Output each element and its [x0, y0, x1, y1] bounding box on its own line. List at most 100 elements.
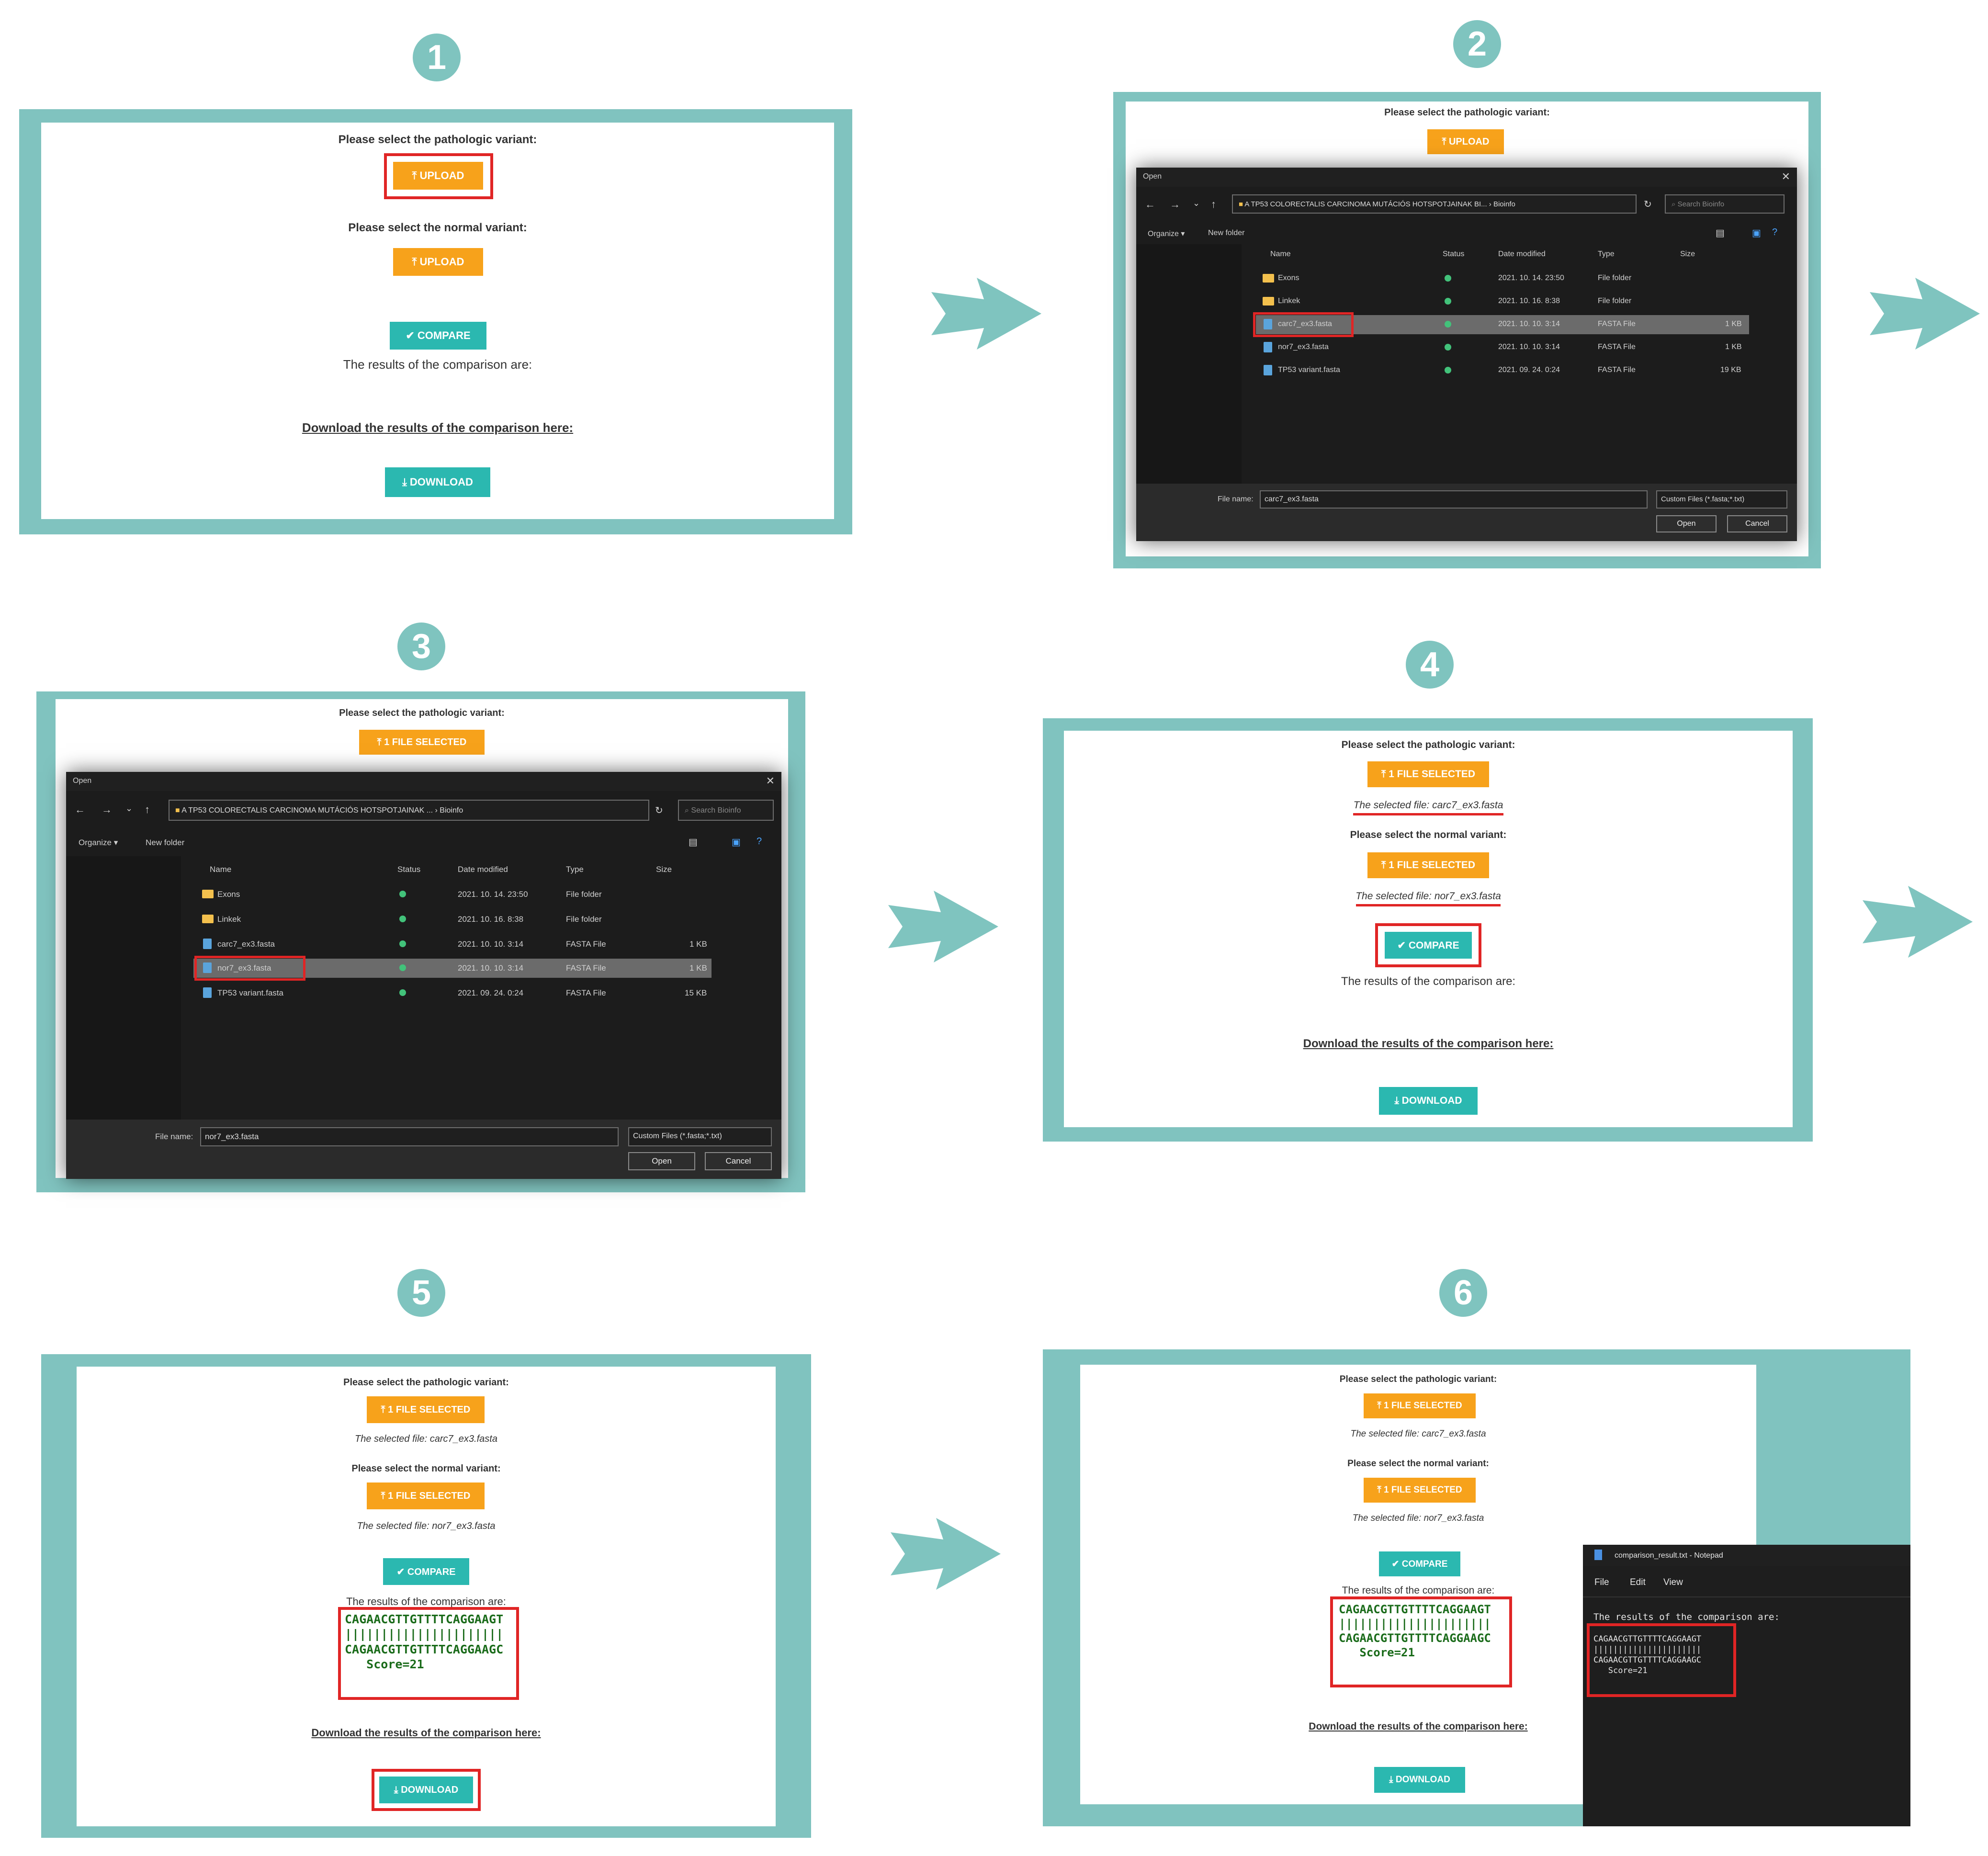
col-type[interactable]: Type: [1598, 250, 1615, 258]
col-type[interactable]: Type: [566, 865, 584, 874]
download-link[interactable]: Download the results of the comparison h…: [1303, 1037, 1554, 1050]
col-date[interactable]: Date modified: [1498, 250, 1546, 258]
file-name[interactable]: carc7_ex3.fasta: [217, 939, 275, 949]
download-icon: ⤓: [394, 1784, 401, 1795]
file-selected-button[interactable]: ⤒ 1 FILE SELECTED: [367, 1396, 485, 1423]
file-selected-button[interactable]: ⤒ 1 FILE SELECTED: [367, 1483, 485, 1509]
view-icon[interactable]: ▤: [689, 837, 698, 848]
file-selected-button[interactable]: ⤒ 1 FILE SELECTED: [1364, 1393, 1476, 1418]
download-link[interactable]: Download the results of the comparison h…: [1309, 1721, 1528, 1732]
col-size[interactable]: Size: [656, 865, 672, 874]
navigation-pane[interactable]: [1136, 244, 1242, 484]
file-name[interactable]: Linkek: [1278, 297, 1300, 305]
back-icon[interactable]: ←: [1145, 198, 1155, 210]
dialog-title: Open: [1143, 172, 1162, 181]
menu-view[interactable]: View: [1663, 1577, 1683, 1587]
menu-file[interactable]: File: [1594, 1577, 1609, 1587]
upload-icon: ⤒: [1377, 1485, 1384, 1495]
cancel-button[interactable]: Cancel: [705, 1152, 772, 1170]
file-selected-button[interactable]: ⤒ 1 FILE SELECTED: [1364, 1478, 1476, 1503]
cancel-button[interactable]: Cancel: [1727, 515, 1787, 532]
highlight-underline: [1356, 904, 1501, 906]
app-page: Please select the pathologic variant: ⤒ …: [41, 123, 834, 519]
close-icon[interactable]: ✕: [1781, 170, 1790, 182]
file-type-select[interactable]: Custom Files (*.fasta;*.txt): [628, 1127, 772, 1146]
search-input[interactable]: ⌕ Search Bioinfo: [1665, 194, 1785, 214]
preview-pane-icon[interactable]: ▣: [1752, 228, 1761, 238]
file-type: FASTA File: [1598, 320, 1636, 328]
forward-icon[interactable]: →: [1170, 198, 1180, 210]
file-name[interactable]: nor7_ex3.fasta: [217, 963, 271, 973]
compare-button[interactable]: ✔ COMPARE: [383, 1558, 469, 1585]
file-name[interactable]: Linkek: [217, 915, 241, 924]
help-icon[interactable]: ?: [1772, 227, 1778, 238]
file-type-select[interactable]: Custom Files (*.fasta;*.txt): [1656, 490, 1787, 509]
compare-button[interactable]: ✔ COMPARE: [1379, 1551, 1460, 1576]
download-link[interactable]: Download the results of the comparison h…: [302, 420, 574, 435]
app-page: Please select the pathologic variant: ⤒ …: [1064, 731, 1793, 1127]
col-status[interactable]: Status: [1443, 250, 1465, 258]
chevron-down-icon[interactable]: ⌄: [125, 804, 133, 813]
back-icon[interactable]: ←: [75, 804, 85, 815]
file-name-input[interactable]: nor7_ex3.fasta: [200, 1127, 619, 1146]
sync-status-icon: [1445, 367, 1451, 373]
new-folder-button[interactable]: New folder: [1208, 229, 1245, 237]
file-selected-button[interactable]: ⤒ 1 FILE SELECTED: [1367, 761, 1489, 787]
selected-row[interactable]: [1256, 315, 1749, 334]
selected-file-text: The selected file: carc7_ex3.fasta: [1353, 800, 1503, 811]
open-button[interactable]: Open: [628, 1152, 695, 1170]
new-folder-button[interactable]: New folder: [146, 838, 185, 847]
selected-row[interactable]: [193, 959, 712, 978]
compare-button[interactable]: ✔ COMPARE: [390, 322, 486, 350]
upload-icon: ⤒: [381, 1490, 388, 1501]
open-file-dialog: Open ✕ ← → ⌄ ↑ ■ A TP53 COLORECTALIS CAR…: [66, 772, 781, 1179]
chevron-down-icon[interactable]: ⌄: [1193, 198, 1200, 208]
col-name[interactable]: Name: [210, 865, 232, 874]
help-icon[interactable]: ?: [757, 836, 762, 847]
col-date[interactable]: Date modified: [458, 865, 508, 874]
file-selected-button[interactable]: ⤒ 1 FILE SELECTED: [1367, 852, 1489, 878]
navigation-pane[interactable]: [66, 856, 181, 1124]
upload-normal-button[interactable]: ⤒ UPLOAD: [393, 248, 483, 276]
up-icon[interactable]: ↑: [1211, 198, 1216, 210]
file-name[interactable]: Exons: [1278, 274, 1299, 282]
file-date: 2021. 09. 24. 0:24: [1498, 366, 1560, 374]
arrow-right-icon: [891, 1518, 1001, 1590]
refresh-icon[interactable]: ↻: [1644, 199, 1652, 210]
file-name[interactable]: carc7_ex3.fasta: [1278, 320, 1332, 328]
close-icon[interactable]: ✕: [766, 775, 775, 787]
organize-menu[interactable]: Organize ▾: [79, 838, 118, 847]
search-input[interactable]: ⌕ Search Bioinfo: [678, 800, 774, 821]
file-name[interactable]: TP53 variant.fasta: [217, 988, 283, 997]
address-bar[interactable]: ■ A TP53 COLORECTALIS CARCINOMA MUTÁCIÓS…: [1232, 194, 1637, 214]
forward-icon[interactable]: →: [102, 804, 112, 815]
sync-status-icon: [399, 989, 406, 996]
view-icon[interactable]: ▤: [1716, 228, 1725, 238]
col-name[interactable]: Name: [1270, 250, 1291, 258]
col-status[interactable]: Status: [397, 865, 421, 874]
menu-edit[interactable]: Edit: [1630, 1577, 1646, 1587]
preview-pane-icon[interactable]: ▣: [732, 837, 741, 848]
upload-pathologic-button[interactable]: ⤒ UPLOAD: [1427, 129, 1504, 154]
upload-pathologic-button[interactable]: ⤒ UPLOAD: [393, 162, 483, 190]
refresh-icon[interactable]: ↻: [655, 805, 663, 816]
file-name[interactable]: Exons: [217, 890, 240, 899]
pathologic-label: Please select the pathologic variant:: [1384, 107, 1550, 118]
selected-file-text: The selected file: carc7_ex3.fasta: [355, 1434, 497, 1444]
file-name-input[interactable]: carc7_ex3.fasta: [1260, 490, 1648, 509]
compare-button[interactable]: ✔ COMPARE: [1385, 932, 1472, 959]
up-icon[interactable]: ↑: [145, 804, 150, 815]
file-selected-button[interactable]: ⤒ 1 FILE SELECTED: [359, 730, 485, 755]
download-button[interactable]: ⤓ DOWNLOAD: [1374, 1767, 1465, 1793]
download-button[interactable]: ⤓ DOWNLOAD: [379, 1777, 473, 1803]
organize-menu[interactable]: Organize ▾: [1148, 230, 1185, 238]
address-bar[interactable]: ■ A TP53 COLORECTALIS CARCINOMA MUTÁCIÓS…: [169, 800, 649, 821]
file-name[interactable]: nor7_ex3.fasta: [1278, 343, 1329, 351]
download-button[interactable]: ⤓ DOWNLOAD: [385, 467, 490, 497]
download-link[interactable]: Download the results of the comparison h…: [311, 1727, 541, 1739]
download-button[interactable]: ⤓ DOWNLOAD: [1379, 1087, 1478, 1115]
menu-divider: [1583, 1596, 1910, 1597]
col-size[interactable]: Size: [1680, 250, 1695, 258]
file-name[interactable]: TP53 variant.fasta: [1278, 366, 1340, 374]
open-button[interactable]: Open: [1656, 515, 1717, 532]
